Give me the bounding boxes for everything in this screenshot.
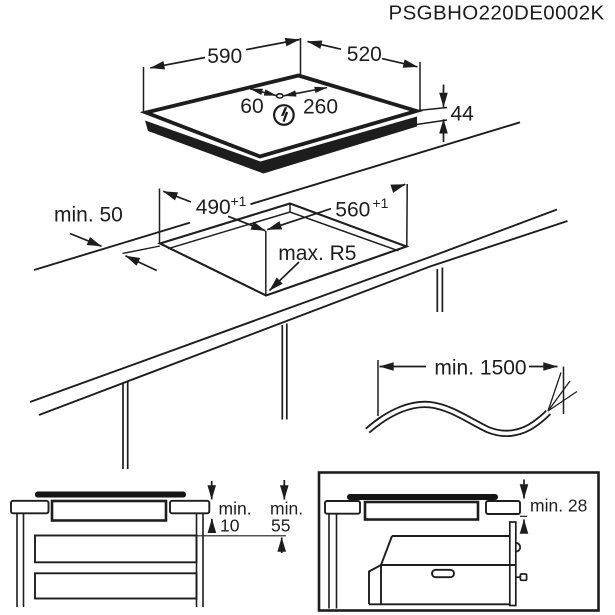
svg-text:+1: +1 — [231, 193, 247, 209]
svg-text:44: 44 — [451, 103, 475, 126]
svg-text:590: 590 — [207, 45, 242, 68]
svg-text:10: 10 — [220, 516, 240, 536]
svg-text:min.: min. — [270, 499, 303, 519]
svg-text:560: 560 — [335, 198, 370, 221]
svg-text:55: 55 — [271, 516, 290, 536]
svg-text:490: 490 — [196, 196, 231, 219]
svg-text:+1: +1 — [373, 195, 389, 211]
svg-text:min. 28: min. 28 — [530, 495, 587, 515]
svg-text:min. 1500: min. 1500 — [434, 357, 526, 380]
svg-text:PSGBHO220DE0002K: PSGBHO220DE0002K — [389, 2, 605, 25]
svg-text:max. R5: max. R5 — [278, 242, 356, 265]
svg-text:260: 260 — [303, 96, 338, 119]
svg-text:min. 50: min. 50 — [54, 204, 123, 227]
svg-text:520: 520 — [347, 43, 382, 66]
svg-text:min.: min. — [219, 499, 252, 519]
svg-text:60: 60 — [240, 95, 263, 118]
